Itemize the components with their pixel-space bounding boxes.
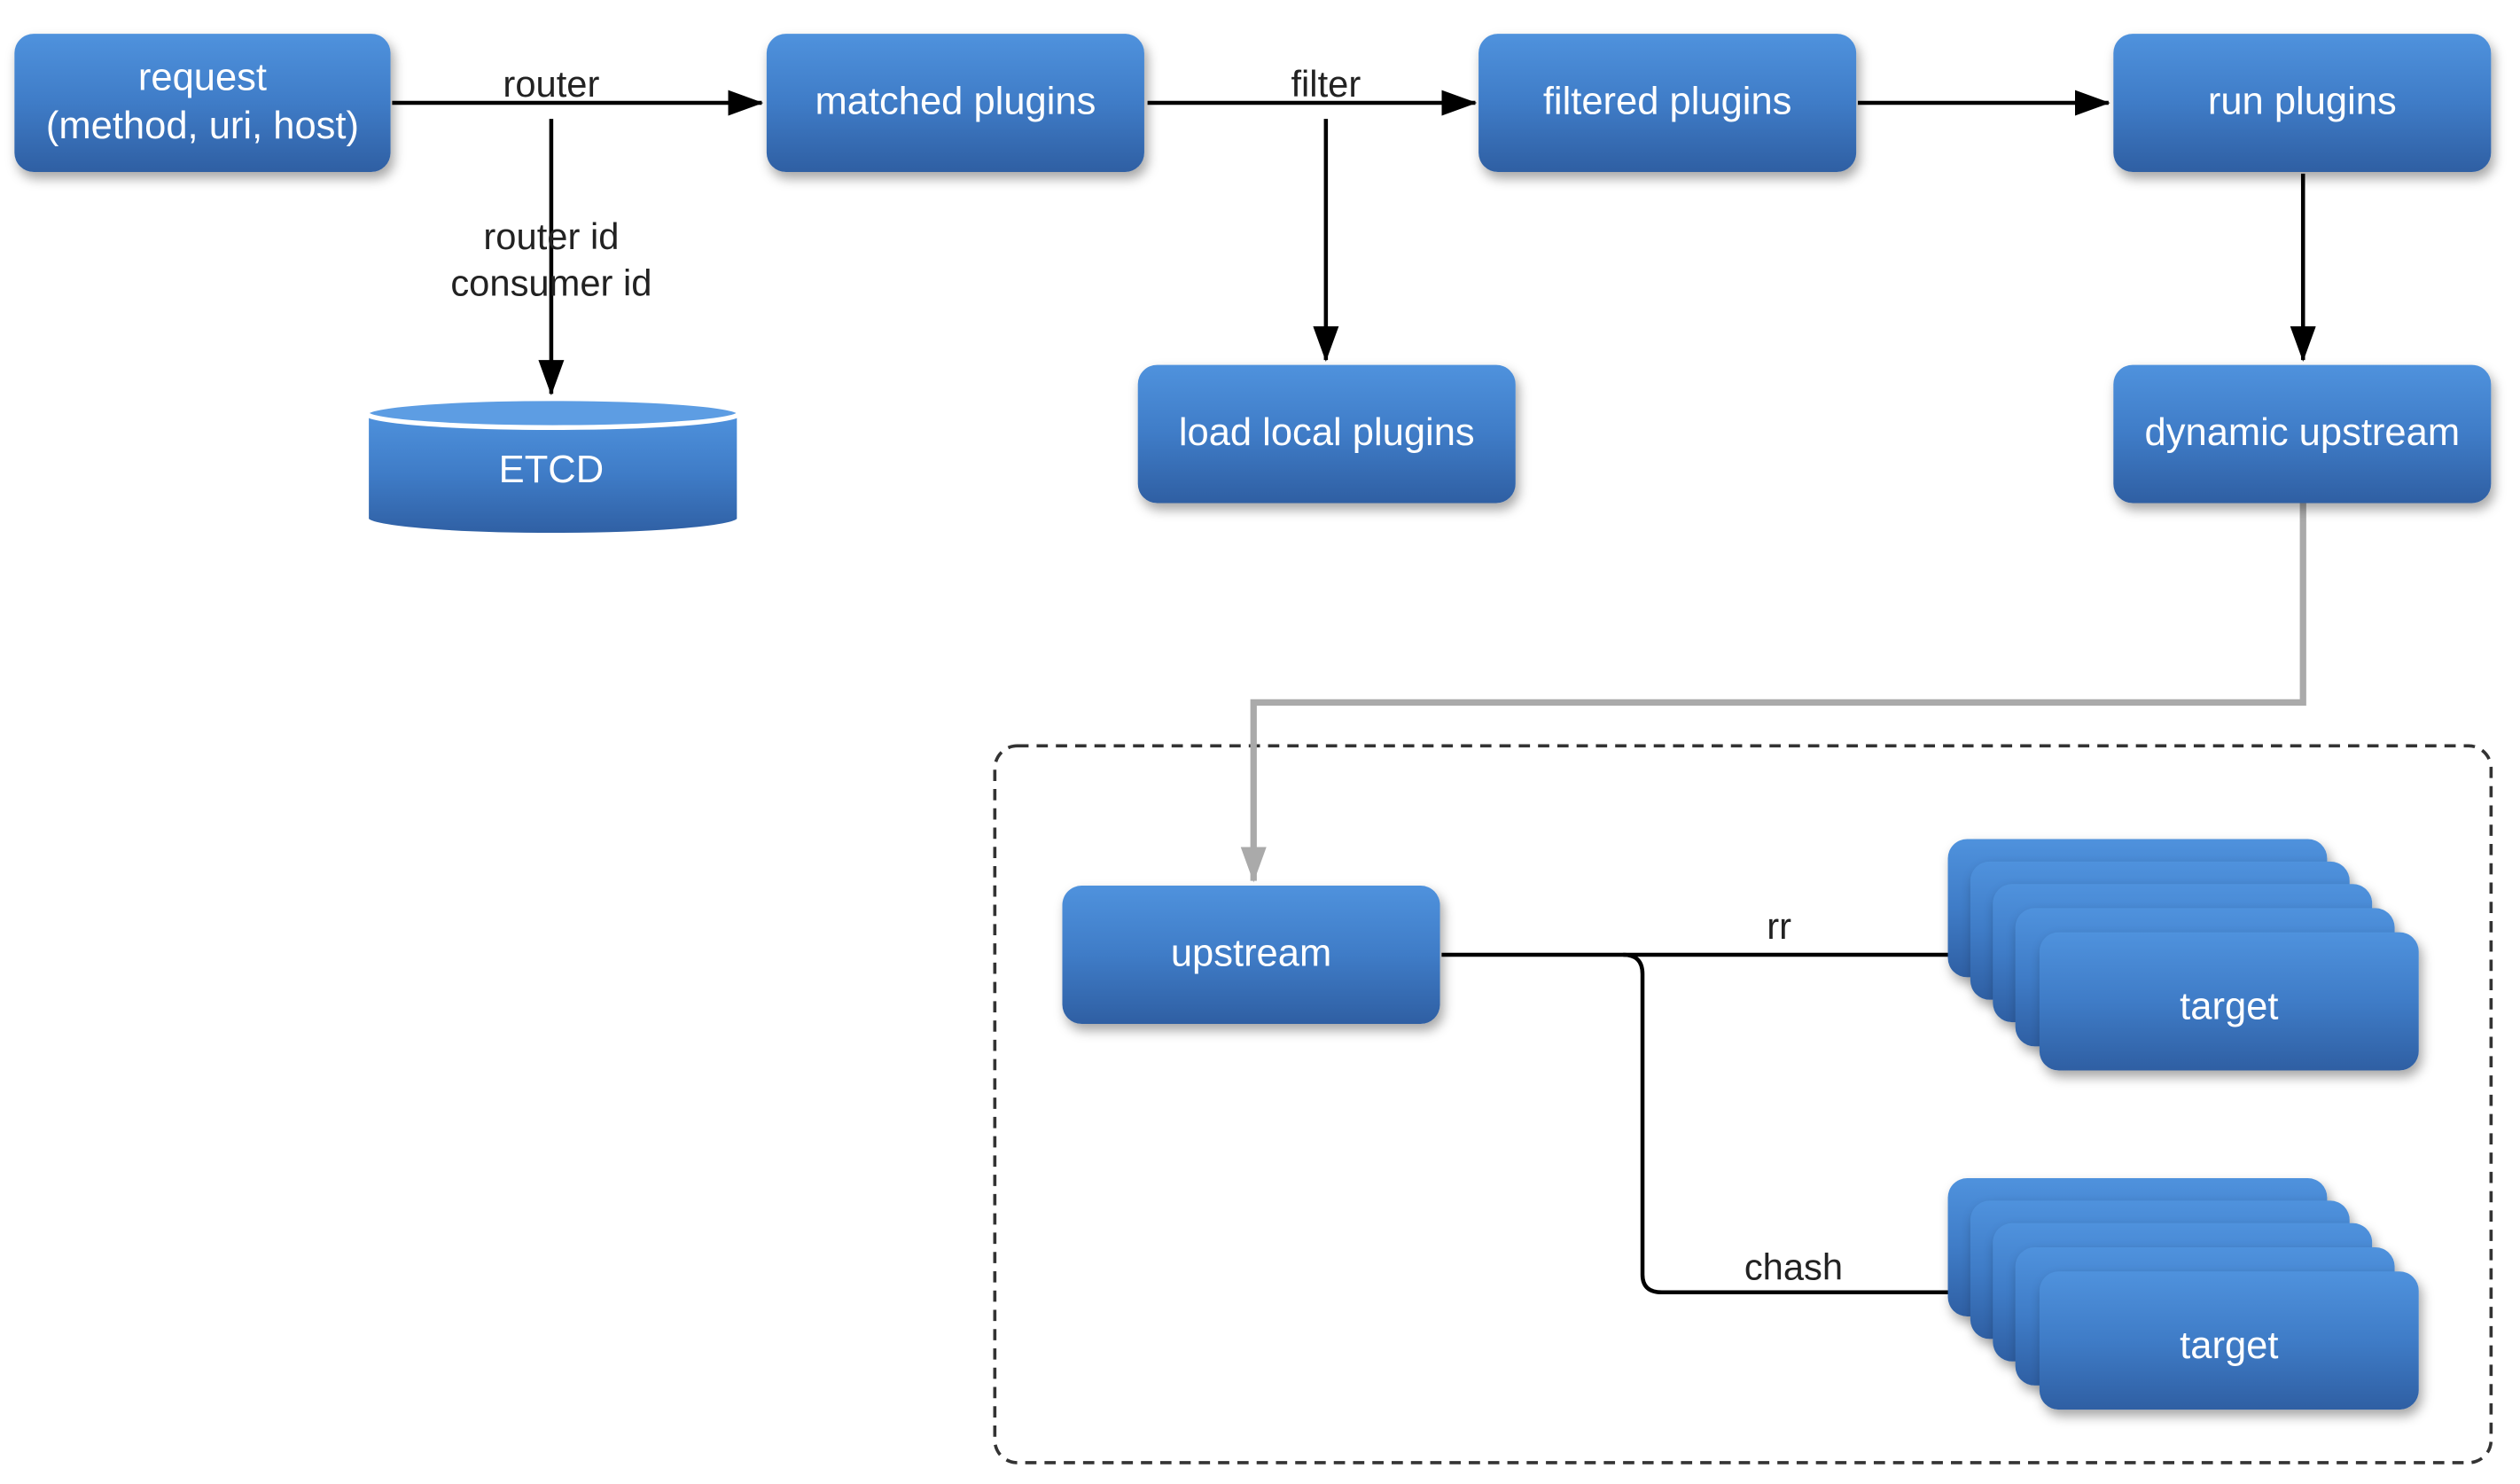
upstream-node: upstream [1062, 886, 1440, 1024]
run-plugins-label: run plugins [2207, 80, 2397, 124]
request-node-label: request (method, uri, host) [45, 56, 360, 148]
rr-edge-label: rr [1767, 904, 1792, 947]
filtered-plugins-node: filtered plugins [1478, 34, 1857, 173]
upstream-gray-arrow [1240, 501, 2306, 883]
dynamic-upstream-label: dynamic upstream [2144, 411, 2461, 456]
request-node: request (method, uri, host) [14, 34, 391, 173]
filter-edge-label: filter [1291, 62, 1361, 105]
target-chash-label: target [2180, 1324, 2279, 1368]
etcd-cylinder [363, 395, 742, 538]
etcd-label: ETCD [498, 448, 605, 492]
target-chash-node: target [2039, 1271, 2419, 1410]
matched-plugins-label: matched plugins [815, 80, 1096, 124]
upstream-group-border [993, 744, 2493, 1464]
chash-arrow [1623, 952, 1992, 1306]
dynamic-upstream-node: dynamic upstream [2113, 364, 2492, 504]
matched-plugins-node: matched plugins [766, 34, 1144, 173]
router-consumer-id-label: router id consumer id [450, 215, 652, 304]
target-rr-node: target [2039, 932, 2419, 1071]
chash-edge-label: chash [1744, 1246, 1844, 1288]
filtered-plugins-label: filtered plugins [1542, 80, 1792, 124]
target-rr-label: target [2180, 985, 2279, 1029]
upstream-label: upstream [1170, 932, 1332, 976]
load-local-plugins-node: load local plugins [1137, 364, 1516, 504]
load-local-plugins-label: load local plugins [1178, 411, 1475, 456]
router-edge-label: router [503, 62, 600, 105]
run-plugins-node: run plugins [2113, 34, 2492, 173]
